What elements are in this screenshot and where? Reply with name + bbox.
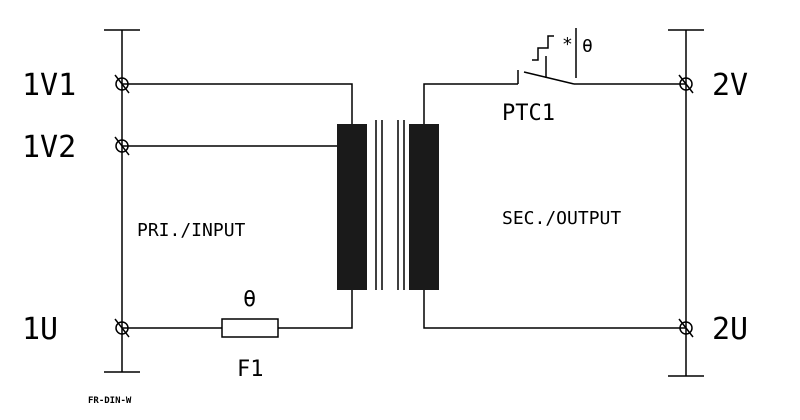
primary-winding bbox=[337, 124, 367, 290]
label-f1: F1 bbox=[237, 357, 264, 382]
wire-2v-left bbox=[423, 83, 518, 124]
wire-1u-right bbox=[278, 290, 353, 329]
secondary-winding bbox=[409, 124, 439, 290]
ptc-bimetal-symbol bbox=[532, 35, 554, 61]
ptc-theta-symbol: θ bbox=[582, 36, 593, 57]
footer-code: FR-DIN-W bbox=[88, 396, 132, 406]
wire-2u bbox=[423, 290, 686, 329]
terminal-1v2-icon bbox=[114, 136, 130, 156]
terminal-2v-icon bbox=[678, 74, 694, 94]
wire-1v1 bbox=[122, 83, 353, 124]
fuse-theta-symbol: θ bbox=[243, 287, 256, 312]
label-1v1: 1V1 bbox=[22, 68, 76, 103]
label-1u: 1U bbox=[22, 312, 58, 347]
label-2v: 2V bbox=[712, 68, 748, 103]
label-primary-section: PRI./INPUT bbox=[137, 220, 246, 241]
label-secondary-section: SEC./OUTPUT bbox=[502, 208, 621, 229]
terminal-1u-icon bbox=[114, 318, 130, 338]
terminal-2u-icon bbox=[678, 318, 694, 338]
ptc-contact-blade bbox=[523, 71, 575, 85]
terminal-1v1-icon bbox=[114, 74, 130, 94]
ptc-mark-star: * bbox=[562, 34, 573, 55]
fuse-f1-body bbox=[221, 318, 279, 338]
label-ptc1: PTC1 bbox=[502, 101, 555, 126]
label-2u: 2U bbox=[712, 312, 748, 347]
label-1v2: 1V2 bbox=[22, 130, 76, 165]
